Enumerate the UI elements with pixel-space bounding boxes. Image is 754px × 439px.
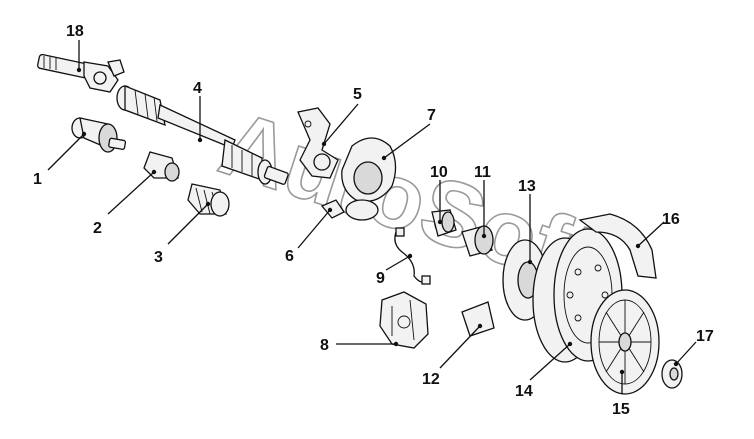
- part-3-bellows-boot: [187, 183, 230, 217]
- label-6: 6: [285, 248, 294, 265]
- label-8: 8: [320, 337, 329, 354]
- label-18: 18: [66, 23, 84, 40]
- part-15-wheel-cover: [590, 289, 660, 395]
- label-4: 4: [193, 80, 202, 97]
- label-11: 11: [474, 164, 491, 181]
- leader-lines: [47, 40, 697, 394]
- part-10-dust-cap: [431, 209, 457, 237]
- label-13: 13: [518, 178, 536, 195]
- part-16-wheel-arch-liner: [578, 213, 657, 279]
- label-7: 7: [427, 107, 436, 124]
- label-14: 14: [515, 383, 533, 400]
- part-1-cv-joint: [71, 117, 127, 153]
- label-2: 2: [93, 220, 102, 237]
- label-17: 17: [696, 328, 714, 345]
- label-9: 9: [376, 270, 385, 287]
- part-4-drive-shaft: [116, 85, 289, 185]
- label-10: 10: [430, 164, 448, 181]
- part-17-hub-nut: [661, 359, 683, 389]
- part-9-sensor-cable: [394, 227, 431, 285]
- label-12: 12: [422, 371, 440, 388]
- part-6-abs-sensor: [320, 199, 345, 219]
- part-5-steering-knuckle: [297, 107, 339, 179]
- part-12-brake-pad: [461, 301, 495, 337]
- label-1: 1: [33, 171, 42, 188]
- part-8-brake-caliper: [379, 291, 429, 349]
- label-16: 16: [662, 211, 680, 228]
- label-3: 3: [154, 249, 163, 266]
- part-number-labels: 18 4 1 2 3 5 7 6 10 11 9 13 8 12 14 15 1…: [33, 23, 714, 418]
- label-15: 15: [612, 401, 630, 418]
- label-5: 5: [353, 86, 362, 103]
- part-18-drive-shaft-inner-end: [36, 53, 125, 93]
- part-7-brake-dust-shield: [341, 137, 397, 221]
